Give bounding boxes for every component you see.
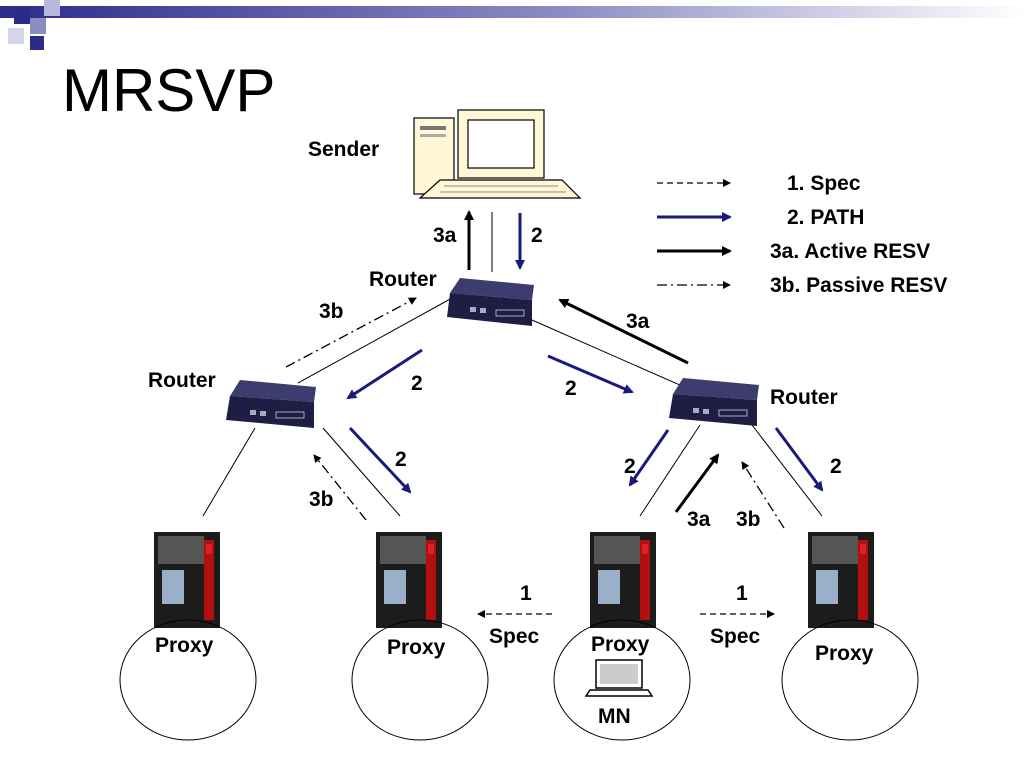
proxy-server-icon-3 [590,532,656,628]
router-left-icon [226,380,316,428]
spec-label-left-number: 1 [520,582,532,605]
arrow-label-right-proxy-down: 2 [830,455,842,478]
router-label-top: Router [369,268,437,291]
mn-label: MN [598,705,631,728]
arrow-label-mid-proxy-up-passive: 3b [736,508,761,531]
proxy-server-icon-2 [376,532,442,628]
arrow-passive-proxy4 [741,461,785,529]
arrow-path-proxy3 [628,429,670,487]
link-left-proxy2 [322,427,401,517]
arrow-label-mid-proxy-up-active: 3a [687,508,711,531]
link-right-proxy3 [639,424,701,517]
link-left-proxy1 [202,427,256,517]
title-decoration [0,0,1024,50]
link-right-proxy4 [751,424,823,517]
cell-ellipses [119,619,919,741]
legend-label-spec: 1. Spec [787,172,861,195]
arrow-path-proxy2 [348,426,412,494]
arrow-label-right-up: 3a [626,310,650,333]
arrow-active-proxy3 [674,453,720,513]
proxy-server-icon-4 [808,532,874,628]
legend-label-path: 2. PATH [787,206,865,229]
proxy-label-2: Proxy [387,636,446,659]
laptop-icon [584,659,654,697]
active-resv-arrows [464,210,720,513]
legend-label-active-resv: 3a. Active RESV [770,240,931,263]
sender-computer-icon [413,109,582,199]
arrow-label-mid-proxy-down: 2 [624,455,636,478]
arrow-path-proxy4 [774,427,824,492]
spec-label-right-number: 1 [736,582,748,605]
link-top-right [531,319,699,394]
arrow-label-sender-down: 2 [531,224,543,247]
proxy-label-1: Proxy [155,634,214,657]
arrow-path-left [346,348,423,400]
arrow-label-left-down: 2 [411,372,423,395]
arrow-active-top [558,298,689,365]
router-right-icon [669,378,759,426]
router-label-left: Router [148,369,216,392]
router-top-icon [447,278,534,326]
slide-title: MRSVP [62,57,276,124]
arrow-passive-proxy2 [313,454,367,521]
legend-label-passive-resv: 3b. Passive RESV [770,274,948,297]
cell-2 [351,619,489,741]
link-lines [202,212,823,517]
proxy-label-4: Proxy [815,642,874,665]
arrow-path-right [547,354,634,394]
arrow-passive-left [285,297,417,368]
spec-label-right-text: Spec [710,625,761,648]
cell-1 [119,619,257,741]
proxy-server-icon-1 [154,532,220,628]
legend-lines [657,179,732,289]
arrow-label-left-proxy-up: 3b [309,488,334,511]
sender-label: Sender [308,138,380,161]
passive-resv-arrows [285,297,785,529]
router-label-right: Router [770,386,838,409]
cell-3 [553,619,691,741]
cell-4 [781,619,919,741]
proxy-label-3: Proxy [591,633,650,656]
arrow-label-left-up: 3b [319,300,344,323]
arrow-label-left-proxy-down: 2 [395,448,407,471]
spec-label-left-text: Spec [489,625,540,648]
arrow-label-sender-up: 3a [433,224,457,247]
path-arrows [346,213,824,494]
arrow-label-right-down: 2 [565,377,577,400]
link-top-left [297,297,453,384]
